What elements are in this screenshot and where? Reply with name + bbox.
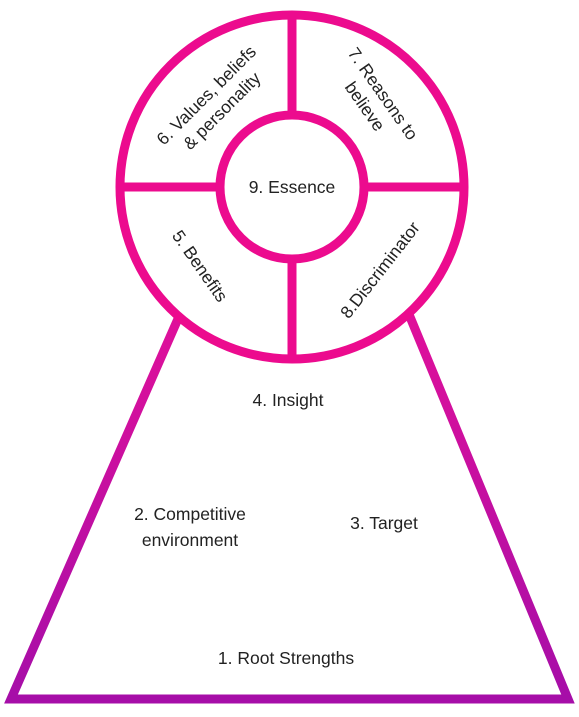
competitive-label-line2: environment [142, 530, 238, 550]
competitive-label-line1: 2. Competitive [134, 504, 246, 524]
pyramid [4, 307, 575, 704]
wheel [115, 10, 469, 364]
insight-label: 4. Insight [252, 390, 323, 410]
target-label: 3. Target [350, 513, 418, 533]
essence-label: 9. Essence [249, 177, 336, 197]
wheel-inner-circle [215, 110, 369, 264]
root-strengths-label: 1. Root Strengths [218, 648, 354, 668]
